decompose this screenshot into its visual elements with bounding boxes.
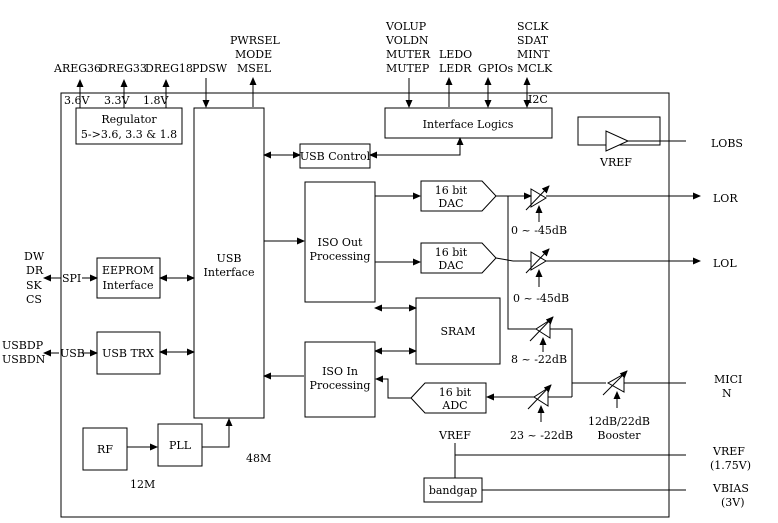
iso-out-block bbox=[304, 181, 376, 303]
vref-bandgap-label: VREF bbox=[438, 429, 471, 442]
label-dr: DR bbox=[26, 264, 44, 277]
clock-12m-label: 12M bbox=[130, 478, 155, 491]
chip-outline bbox=[60, 92, 670, 518]
label-pwrsel: PWRSEL bbox=[230, 34, 281, 47]
label-muter: MUTER bbox=[386, 48, 431, 61]
eeprom-line1: EEPROM bbox=[102, 264, 154, 277]
label-ledo: LEDO bbox=[439, 48, 472, 61]
dac-right-line2: DAC bbox=[438, 197, 463, 210]
adc-line2: ADC bbox=[441, 399, 467, 412]
regulator-title: Regulator bbox=[101, 113, 157, 126]
label-vbias-1: VBIAS bbox=[712, 482, 749, 495]
label-volup: VOLUP bbox=[385, 20, 427, 33]
eeprom-line2: Interface bbox=[103, 279, 154, 292]
label-voldn: VOLDN bbox=[385, 34, 429, 47]
voltage-3v6: 3.6V bbox=[64, 94, 90, 107]
voltage-3v3: 3.3V bbox=[104, 94, 130, 107]
label-lobs: LOBS bbox=[711, 137, 743, 150]
label-dw: DW bbox=[24, 250, 45, 263]
label-msel: MSEL bbox=[237, 62, 272, 75]
dac-left bbox=[420, 242, 497, 274]
dac-left-line1: 16 bit bbox=[435, 246, 468, 259]
label-vbias-2: (3V) bbox=[721, 496, 745, 509]
label-usb: USB bbox=[60, 347, 85, 360]
rf-block bbox=[82, 427, 128, 471]
label-vref-out-1: VREF bbox=[712, 445, 745, 458]
label-lor: LOR bbox=[713, 192, 738, 205]
usb-control-label: USB Control bbox=[300, 150, 371, 163]
usb-interface-block bbox=[193, 107, 265, 419]
label-cs: CS bbox=[26, 293, 42, 306]
iso-in-line2: Processing bbox=[310, 379, 371, 392]
interface-logics-label: Interface Logics bbox=[423, 118, 514, 131]
label-dreg18: DREG18 bbox=[145, 62, 193, 75]
pll-block bbox=[157, 423, 203, 467]
regulator-block bbox=[75, 107, 183, 145]
interface-logics-block bbox=[384, 107, 553, 139]
bandgap-label: bandgap bbox=[429, 484, 477, 497]
gain-right-label: 0 ~ -45dB bbox=[511, 224, 567, 237]
label-pdsw: PDSW bbox=[192, 62, 228, 75]
label-sk: SK bbox=[26, 279, 43, 292]
booster-label-1: 12dB/22dB bbox=[588, 415, 650, 428]
label-sclk: SCLK bbox=[517, 20, 549, 33]
rf-label: RF bbox=[97, 443, 113, 456]
gain-mic-feedback-label: 8 ~ -22dB bbox=[511, 353, 567, 366]
sram-block bbox=[415, 297, 501, 365]
gain-left-label: 0 ~ -45dB bbox=[513, 292, 569, 305]
pll-label: PLL bbox=[169, 439, 192, 452]
adc-line1: 16 bit bbox=[439, 386, 472, 399]
booster-label-2: Booster bbox=[597, 429, 641, 442]
label-mint: MINT bbox=[517, 48, 550, 61]
dac-right-line1: 16 bit bbox=[435, 184, 468, 197]
label-lol: LOL bbox=[713, 257, 737, 270]
label-ledr: LEDR bbox=[439, 62, 472, 75]
clock-48m-label: 48M bbox=[246, 452, 271, 465]
label-sdat: SDAT bbox=[517, 34, 549, 47]
label-usbdp: USBDP bbox=[2, 339, 44, 352]
lobs-buffer-amp bbox=[605, 130, 630, 152]
label-areg36: AREG36 bbox=[53, 62, 101, 75]
label-gpios: GPIOs bbox=[478, 62, 514, 75]
label-usbdn: USBDN bbox=[2, 353, 46, 366]
label-mode: MODE bbox=[235, 48, 272, 61]
voltage-1v8: 1.8V bbox=[143, 94, 169, 107]
label-micin-2: N bbox=[722, 387, 732, 400]
sram-label: SRAM bbox=[440, 325, 475, 338]
bandgap-block bbox=[423, 477, 483, 503]
label-micin-1: MICI bbox=[714, 373, 742, 386]
usb-trx-label: USB TRX bbox=[102, 347, 154, 360]
regulator-detail: 5->3.6, 3.3 & 1.8 bbox=[81, 128, 177, 141]
label-mclk: MCLK bbox=[517, 62, 553, 75]
usb-control-block bbox=[299, 143, 371, 169]
label-mutep: MUTEP bbox=[386, 62, 430, 75]
dac-right bbox=[420, 180, 497, 212]
label-vref-out-2: (1.75V) bbox=[710, 459, 751, 472]
vref-buffer-label: VREF bbox=[599, 156, 632, 169]
gain-adc-label: 23 ~ -22dB bbox=[510, 429, 573, 442]
dac-left-line2: DAC bbox=[438, 259, 463, 272]
usb-interface-line1: USB bbox=[217, 252, 242, 265]
iso-in-line1: ISO In bbox=[322, 365, 358, 378]
label-spi: SPI bbox=[62, 272, 81, 285]
iso-out-line2: Processing bbox=[310, 250, 371, 263]
label-i2c: I2C bbox=[528, 93, 548, 106]
iso-out-line1: ISO Out bbox=[318, 236, 363, 249]
usb-interface-line2: Interface bbox=[204, 266, 255, 279]
label-dreg33: DREG33 bbox=[99, 62, 147, 75]
